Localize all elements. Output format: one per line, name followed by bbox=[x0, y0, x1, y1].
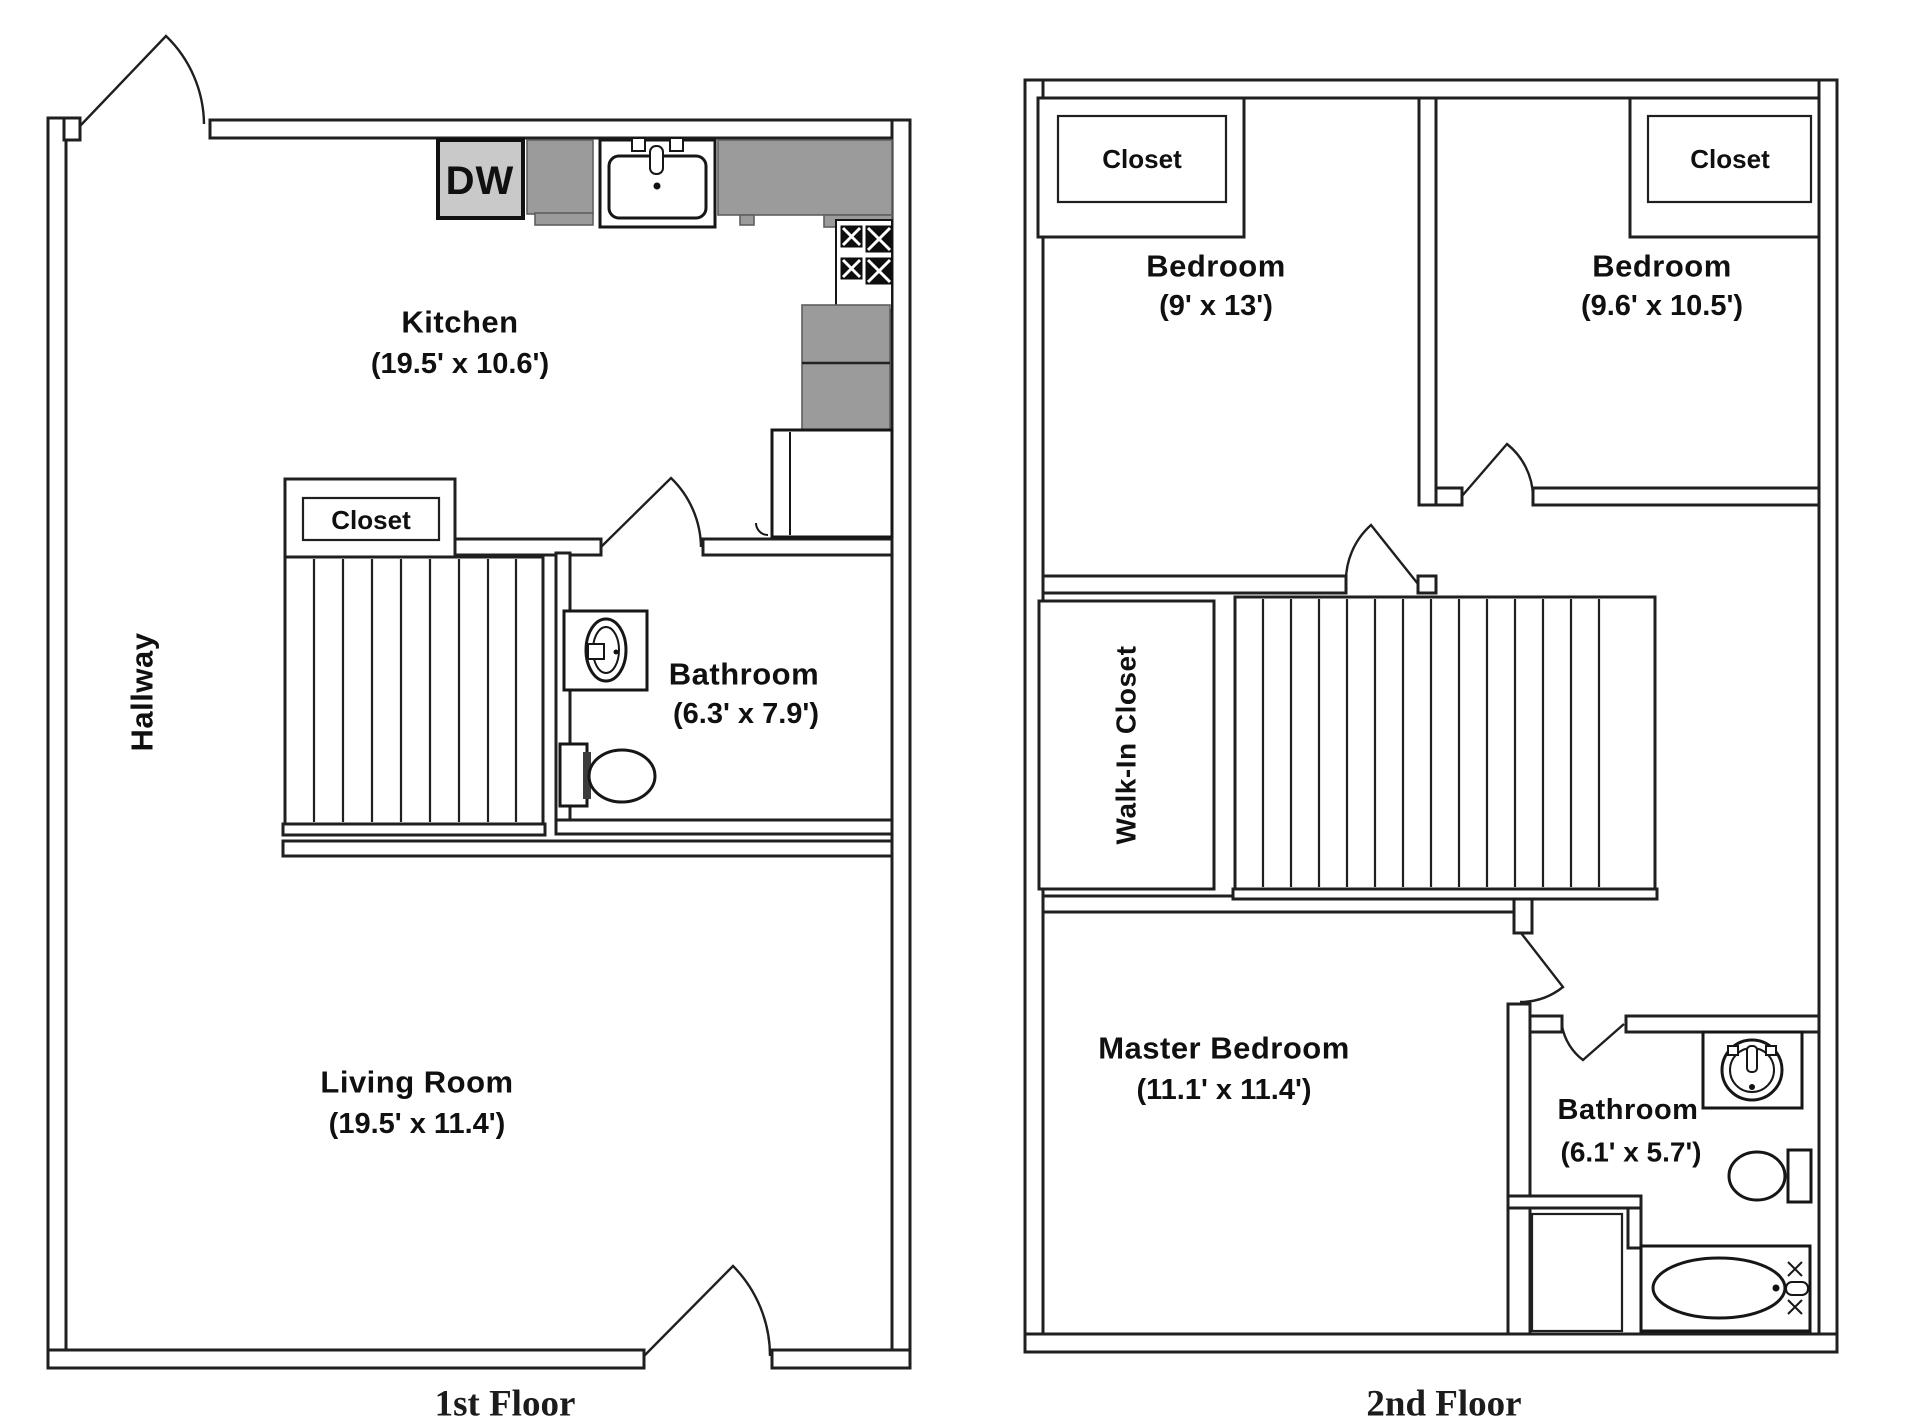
kitchen-counter bbox=[534, 212, 594, 226]
master-bedroom-door-icon bbox=[1519, 932, 1565, 1004]
tub-handle-icon bbox=[1787, 1261, 1803, 1277]
hallway-label: Hallway bbox=[125, 632, 160, 751]
kitchen-appliances bbox=[436, 137, 894, 539]
kitchen-cabinet bbox=[801, 304, 891, 431]
drain-dot bbox=[613, 649, 619, 655]
stove-burner-icon bbox=[840, 225, 863, 248]
wall bbox=[46, 1348, 646, 1370]
wall bbox=[890, 118, 912, 1370]
stove-burner-icon bbox=[840, 257, 863, 280]
faucet-handle-icon bbox=[669, 137, 684, 152]
bathroom-dims: (6.3' x 7.9') bbox=[673, 698, 819, 730]
wall bbox=[1041, 574, 1348, 595]
wall bbox=[1531, 486, 1821, 507]
hall-door-icon bbox=[1344, 523, 1419, 585]
kitchen-dims: (19.5' x 10.6') bbox=[371, 348, 549, 380]
bathroom2-label: Bathroom bbox=[1558, 1094, 1699, 1126]
walk-in-closet-label: Walk-In Closet bbox=[1111, 646, 1142, 845]
wall bbox=[281, 822, 547, 837]
closet-left-label: Closet bbox=[1102, 144, 1182, 174]
bathroom-door-icon bbox=[600, 476, 703, 548]
bathroom-fixtures bbox=[558, 609, 657, 808]
second-floor-caption: 2nd Floor bbox=[1366, 1384, 1521, 1425]
master-bedroom-label: Master Bedroom bbox=[1098, 1031, 1350, 1066]
wall bbox=[281, 839, 894, 858]
wall bbox=[1434, 486, 1464, 507]
closet-label-box bbox=[1646, 114, 1813, 204]
kitchen-counter bbox=[739, 214, 755, 226]
toilet-icon bbox=[558, 742, 657, 808]
dishwasher-label: DW bbox=[446, 159, 515, 203]
kitchen-counter bbox=[526, 139, 594, 215]
wall bbox=[1506, 1194, 1643, 1210]
kitchen-label: Kitchen bbox=[401, 305, 518, 340]
tub-handle-icon bbox=[1787, 1299, 1803, 1315]
dishwasher-icon bbox=[436, 138, 525, 220]
wall bbox=[1626, 1206, 1643, 1250]
wall bbox=[1512, 894, 1534, 935]
bathroom-door-icon bbox=[1560, 1023, 1625, 1062]
closet-label-box bbox=[301, 496, 441, 542]
wall bbox=[208, 118, 912, 140]
drain-dot bbox=[653, 182, 661, 190]
bathroom-fixtures bbox=[1530, 1030, 1813, 1333]
wall bbox=[453, 537, 603, 557]
bedroom-left-label: Bedroom bbox=[1146, 249, 1286, 284]
first-floor-caption: 1st Floor bbox=[435, 1384, 576, 1425]
wall bbox=[62, 116, 82, 142]
wall bbox=[1417, 96, 1438, 507]
stove-icon bbox=[835, 219, 893, 311]
first-floor-plan: Kitchen (19.5' x 10.6') DW Closet Hallwa… bbox=[46, 34, 912, 1425]
linen-closet bbox=[1530, 1212, 1624, 1333]
wall bbox=[1528, 1014, 1564, 1034]
faucet-icon bbox=[649, 145, 664, 175]
entry-door-icon bbox=[79, 34, 206, 127]
wall bbox=[1023, 78, 1839, 100]
wall bbox=[1817, 78, 1839, 1354]
faucet-handle-icon bbox=[631, 137, 646, 152]
bedroom-door-icon bbox=[1461, 442, 1535, 497]
bedroom-left-dims: (9' x 13') bbox=[1159, 290, 1273, 322]
first-floor-walls bbox=[46, 116, 912, 1370]
wall bbox=[701, 537, 894, 557]
living-room-dims: (19.5' x 11.4') bbox=[329, 1108, 506, 1140]
staircase-icon bbox=[1231, 595, 1659, 901]
master-bedroom-dims: (11.1' x 11.4') bbox=[1136, 1074, 1311, 1106]
staircase-icon bbox=[283, 555, 545, 826]
wall bbox=[1231, 887, 1659, 901]
drain-dot bbox=[1772, 1284, 1780, 1292]
drain-dot bbox=[1749, 1084, 1755, 1090]
bathtub-icon bbox=[1639, 1244, 1812, 1333]
closet-label-box bbox=[1056, 114, 1228, 204]
wall bbox=[1023, 1332, 1839, 1354]
faucet-handle-icon bbox=[1765, 1045, 1777, 1056]
wall bbox=[1506, 1002, 1532, 1336]
tub-faucet-icon bbox=[1785, 1281, 1809, 1296]
wall bbox=[46, 116, 68, 1370]
toilet-icon bbox=[1727, 1148, 1813, 1204]
stove-burner-icon bbox=[865, 225, 893, 253]
closet-label: Closet bbox=[331, 505, 411, 535]
faucet-icon bbox=[1746, 1045, 1758, 1073]
walk-in-closet-room bbox=[1037, 599, 1216, 891]
bathroom-label: Bathroom bbox=[669, 657, 819, 692]
second-floor-plan: Closet Closet Bedroom (9' x 13') Bedroom… bbox=[1023, 78, 1839, 1425]
bedroom-right-dims: (9.6' x 10.5') bbox=[1581, 290, 1743, 322]
kitchen-counter bbox=[717, 139, 893, 216]
refrigerator-icon bbox=[755, 428, 894, 539]
wall bbox=[770, 1348, 912, 1370]
bathroom2-dims: (6.1' x 5.7') bbox=[1561, 1137, 1702, 1168]
wall bbox=[554, 818, 894, 836]
closet-right-label: Closet bbox=[1690, 144, 1770, 174]
faucet-handle-icon bbox=[1727, 1045, 1739, 1056]
second-floor-walls bbox=[1023, 78, 1839, 1354]
bedroom-right-label: Bedroom bbox=[1592, 249, 1732, 284]
faucet-icon bbox=[587, 643, 605, 660]
living-room-label: Living Room bbox=[320, 1065, 513, 1100]
stove-burner-icon bbox=[865, 257, 893, 285]
wall bbox=[1416, 574, 1438, 595]
wall bbox=[1624, 1014, 1821, 1034]
exit-door-icon bbox=[643, 1264, 772, 1357]
